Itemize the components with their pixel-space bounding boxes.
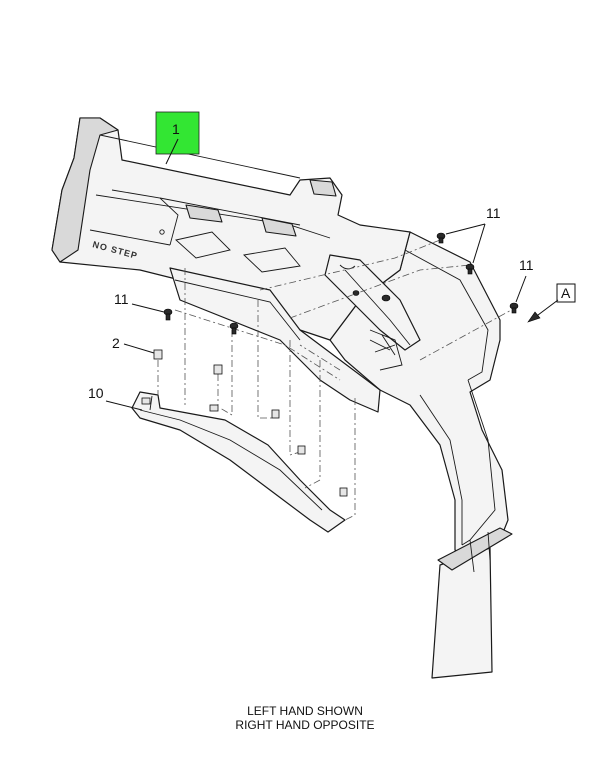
clip-nut-icon [153,349,163,360]
assembly-lines [157,237,516,521]
clip-nut-icon [271,409,280,419]
callout-10[interactable]: 10 [88,385,104,401]
view-a-box [556,283,576,303]
fender-bracket [324,254,421,351]
callout-11-left[interactable]: 11 [114,291,129,307]
bolt-icon [381,294,391,302]
splash-shield [131,391,346,533]
bolt-icon [229,322,239,335]
mud-flap-bracket [437,527,513,571]
arrow-head-icon [527,311,541,323]
bolt-icon [352,290,360,296]
callout-2[interactable]: 2 [112,335,120,351]
fender-assembly: NO STEP [51,117,509,561]
note-left-hand-shown: LEFT HAND SHOWN [247,704,363,718]
deck-pad-1 [185,204,223,223]
shield-clip-slot-2 [141,397,151,405]
clip-nut-icon [297,445,306,455]
clip-nut-icon [339,487,348,497]
deck-pad-3 [309,179,337,197]
shield-clip-slot-1 [209,404,219,412]
view-a-label[interactable]: A [561,285,571,301]
fasteners [153,232,519,497]
note-right-hand-opposite: RIGHT HAND OPPOSITE [235,718,375,732]
splash-shield-panel [131,391,346,533]
bolt-icon [163,308,173,321]
fender-sweep-flange [404,249,496,546]
fender-underbody [169,267,381,413]
deck-pad-2 [261,217,297,237]
fender-front-lip [51,117,119,263]
mud-flap-panel [431,547,493,679]
callout-11-right[interactable]: 11 [519,257,534,273]
callout-1-highlight [155,111,200,155]
callout-11-top[interactable]: 11 [486,205,501,221]
mud-flap [431,527,513,679]
clip-nut-icon [213,364,223,375]
bracket-detail [369,334,396,356]
bolt-icon [436,232,446,244]
view-a-arrow [533,299,559,319]
bolt-icon [509,302,519,314]
callout-1[interactable]: 1 [172,121,180,137]
callouts: 1 2 10 11 11 11 A [88,111,576,411]
bolt-icon [465,263,475,275]
